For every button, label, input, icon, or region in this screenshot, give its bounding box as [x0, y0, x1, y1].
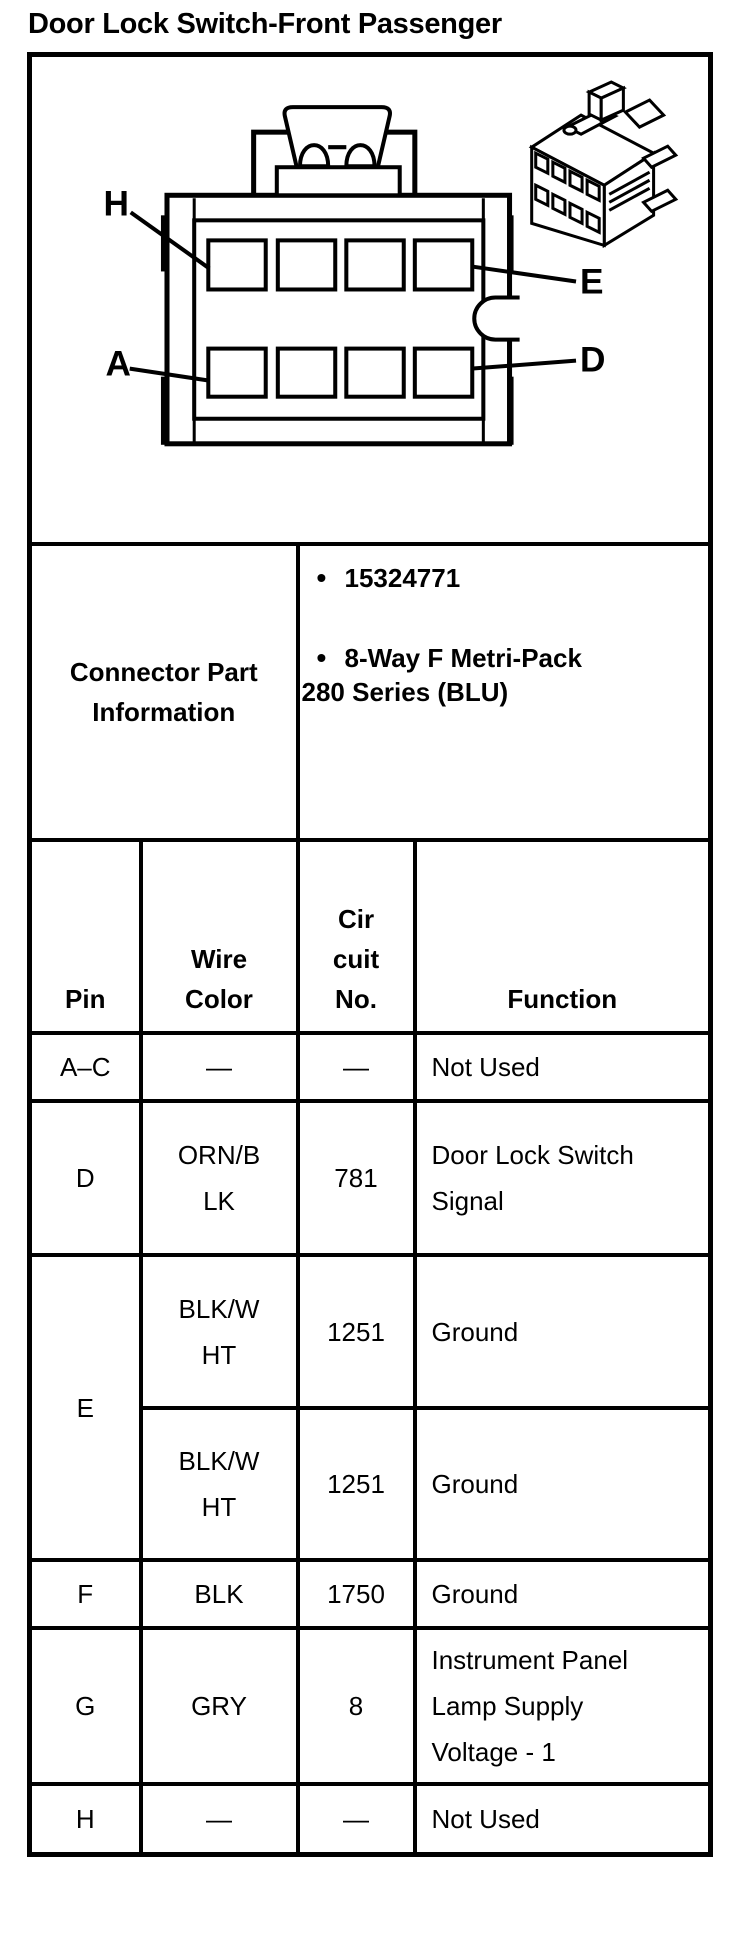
cell-function: Not Used [412, 1782, 713, 1856]
part-number: 15324771 [344, 563, 461, 593]
cell-wire-color: BLK/W HT [138, 1406, 300, 1562]
pin-label-e: E [580, 263, 604, 302]
cavity-d [412, 346, 475, 399]
keyway-notch [472, 295, 520, 342]
bullet-icon: • [316, 642, 327, 673]
cavity-g [275, 238, 338, 292]
cell-pin: D [27, 1099, 143, 1257]
pin-label-a: A [106, 345, 131, 384]
pin-label-h: H [104, 184, 129, 223]
cell-wire-color: ORN/B LK [138, 1099, 300, 1257]
connector-info-table: H A E D [27, 52, 713, 1857]
col-header-wire-color: Wire Color [138, 838, 300, 1035]
col-header-circuit-no: Cir cuit No. [295, 838, 417, 1035]
cell-circuit-no: 1750 [295, 1558, 417, 1630]
cavity-e [412, 238, 475, 292]
col-header-function: Function [412, 838, 713, 1035]
connector-part-info-label: Connector Part Information [27, 542, 300, 842]
cell-function: Door Lock Switch Signal [412, 1099, 713, 1257]
terminal-cavities [206, 238, 475, 399]
leader-line-d [471, 358, 577, 371]
cavity-h [206, 238, 268, 292]
pin-label-d: D [580, 341, 605, 380]
connector-diagram: H A E D [104, 80, 679, 447]
cell-function: Not Used [412, 1031, 713, 1103]
connector-type-continued: 280 Series (BLU) [301, 677, 509, 707]
bullet-icon: • [316, 562, 327, 593]
table-row: G GRY 8 Instrument Panel Lamp Supply Vol… [27, 1626, 713, 1786]
cell-wire-color: — [138, 1031, 300, 1103]
page-title: Door Lock Switch-Front Passenger [28, 8, 502, 40]
leader-line-e [470, 264, 577, 284]
cell-pin: G [27, 1626, 143, 1786]
col-header-pin: Pin [27, 838, 143, 1035]
cell-wire-color: — [138, 1782, 300, 1856]
cavity-c [344, 346, 406, 399]
table-row: BLK/W HT 1251 Ground [30, 1406, 713, 1562]
cell-circuit-no: 8 [295, 1626, 417, 1786]
cell-function: Ground [412, 1558, 713, 1630]
cavity-b [275, 346, 338, 399]
cell-pin: F [27, 1558, 143, 1630]
cavity-a [206, 346, 268, 399]
cavity-f [344, 238, 406, 292]
leader-line-a [129, 366, 210, 383]
table-row: A–C — — Not Used [27, 1031, 713, 1103]
connector-part-info-values: • 15324771 • 8-Way F Metri-Pack 280 Seri… [295, 542, 713, 842]
table-row: E BLK/W HT 1251 Ground [27, 1253, 713, 1562]
cell-pin: H [27, 1782, 143, 1856]
table-row: F BLK 1750 Ground [27, 1558, 713, 1630]
cell-wire-color: BLK [138, 1558, 300, 1630]
table-row: H — — Not Used [27, 1782, 713, 1856]
connector-3d-icon [528, 80, 679, 249]
cell-circuit-no: 781 [295, 1099, 417, 1257]
cell-circuit-no: 1251 [295, 1253, 417, 1410]
cell-function: Ground [412, 1406, 713, 1562]
leader-line-h [129, 210, 211, 271]
cell-wire-color: GRY [138, 1626, 300, 1786]
cell-circuit-no: — [295, 1031, 417, 1103]
latch-slot [274, 165, 402, 198]
cell-function: Ground [412, 1253, 713, 1410]
latch-tab-icon [282, 105, 392, 171]
cell-circuit-no: 1251 [295, 1406, 417, 1562]
cell-function: Instrument Panel Lamp Supply Voltage - 1 [412, 1626, 713, 1786]
cell-wire-color: BLK/W HT [138, 1253, 300, 1410]
part-number-item: • 15324771 [302, 561, 707, 595]
cell-pin: E [27, 1253, 143, 1562]
connector-type-item: • 8-Way F Metri-Pack [302, 641, 707, 675]
cell-circuit-no: — [295, 1782, 417, 1856]
cell-pin: A–C [27, 1031, 143, 1103]
connector-diagram-cell: H A E D [27, 52, 713, 546]
connector-front-view: H A E D [104, 105, 606, 447]
table-row: D ORN/B LK 781 Door Lock Switch Signal [27, 1099, 713, 1257]
connector-type: 8-Way F Metri-Pack [344, 643, 582, 673]
